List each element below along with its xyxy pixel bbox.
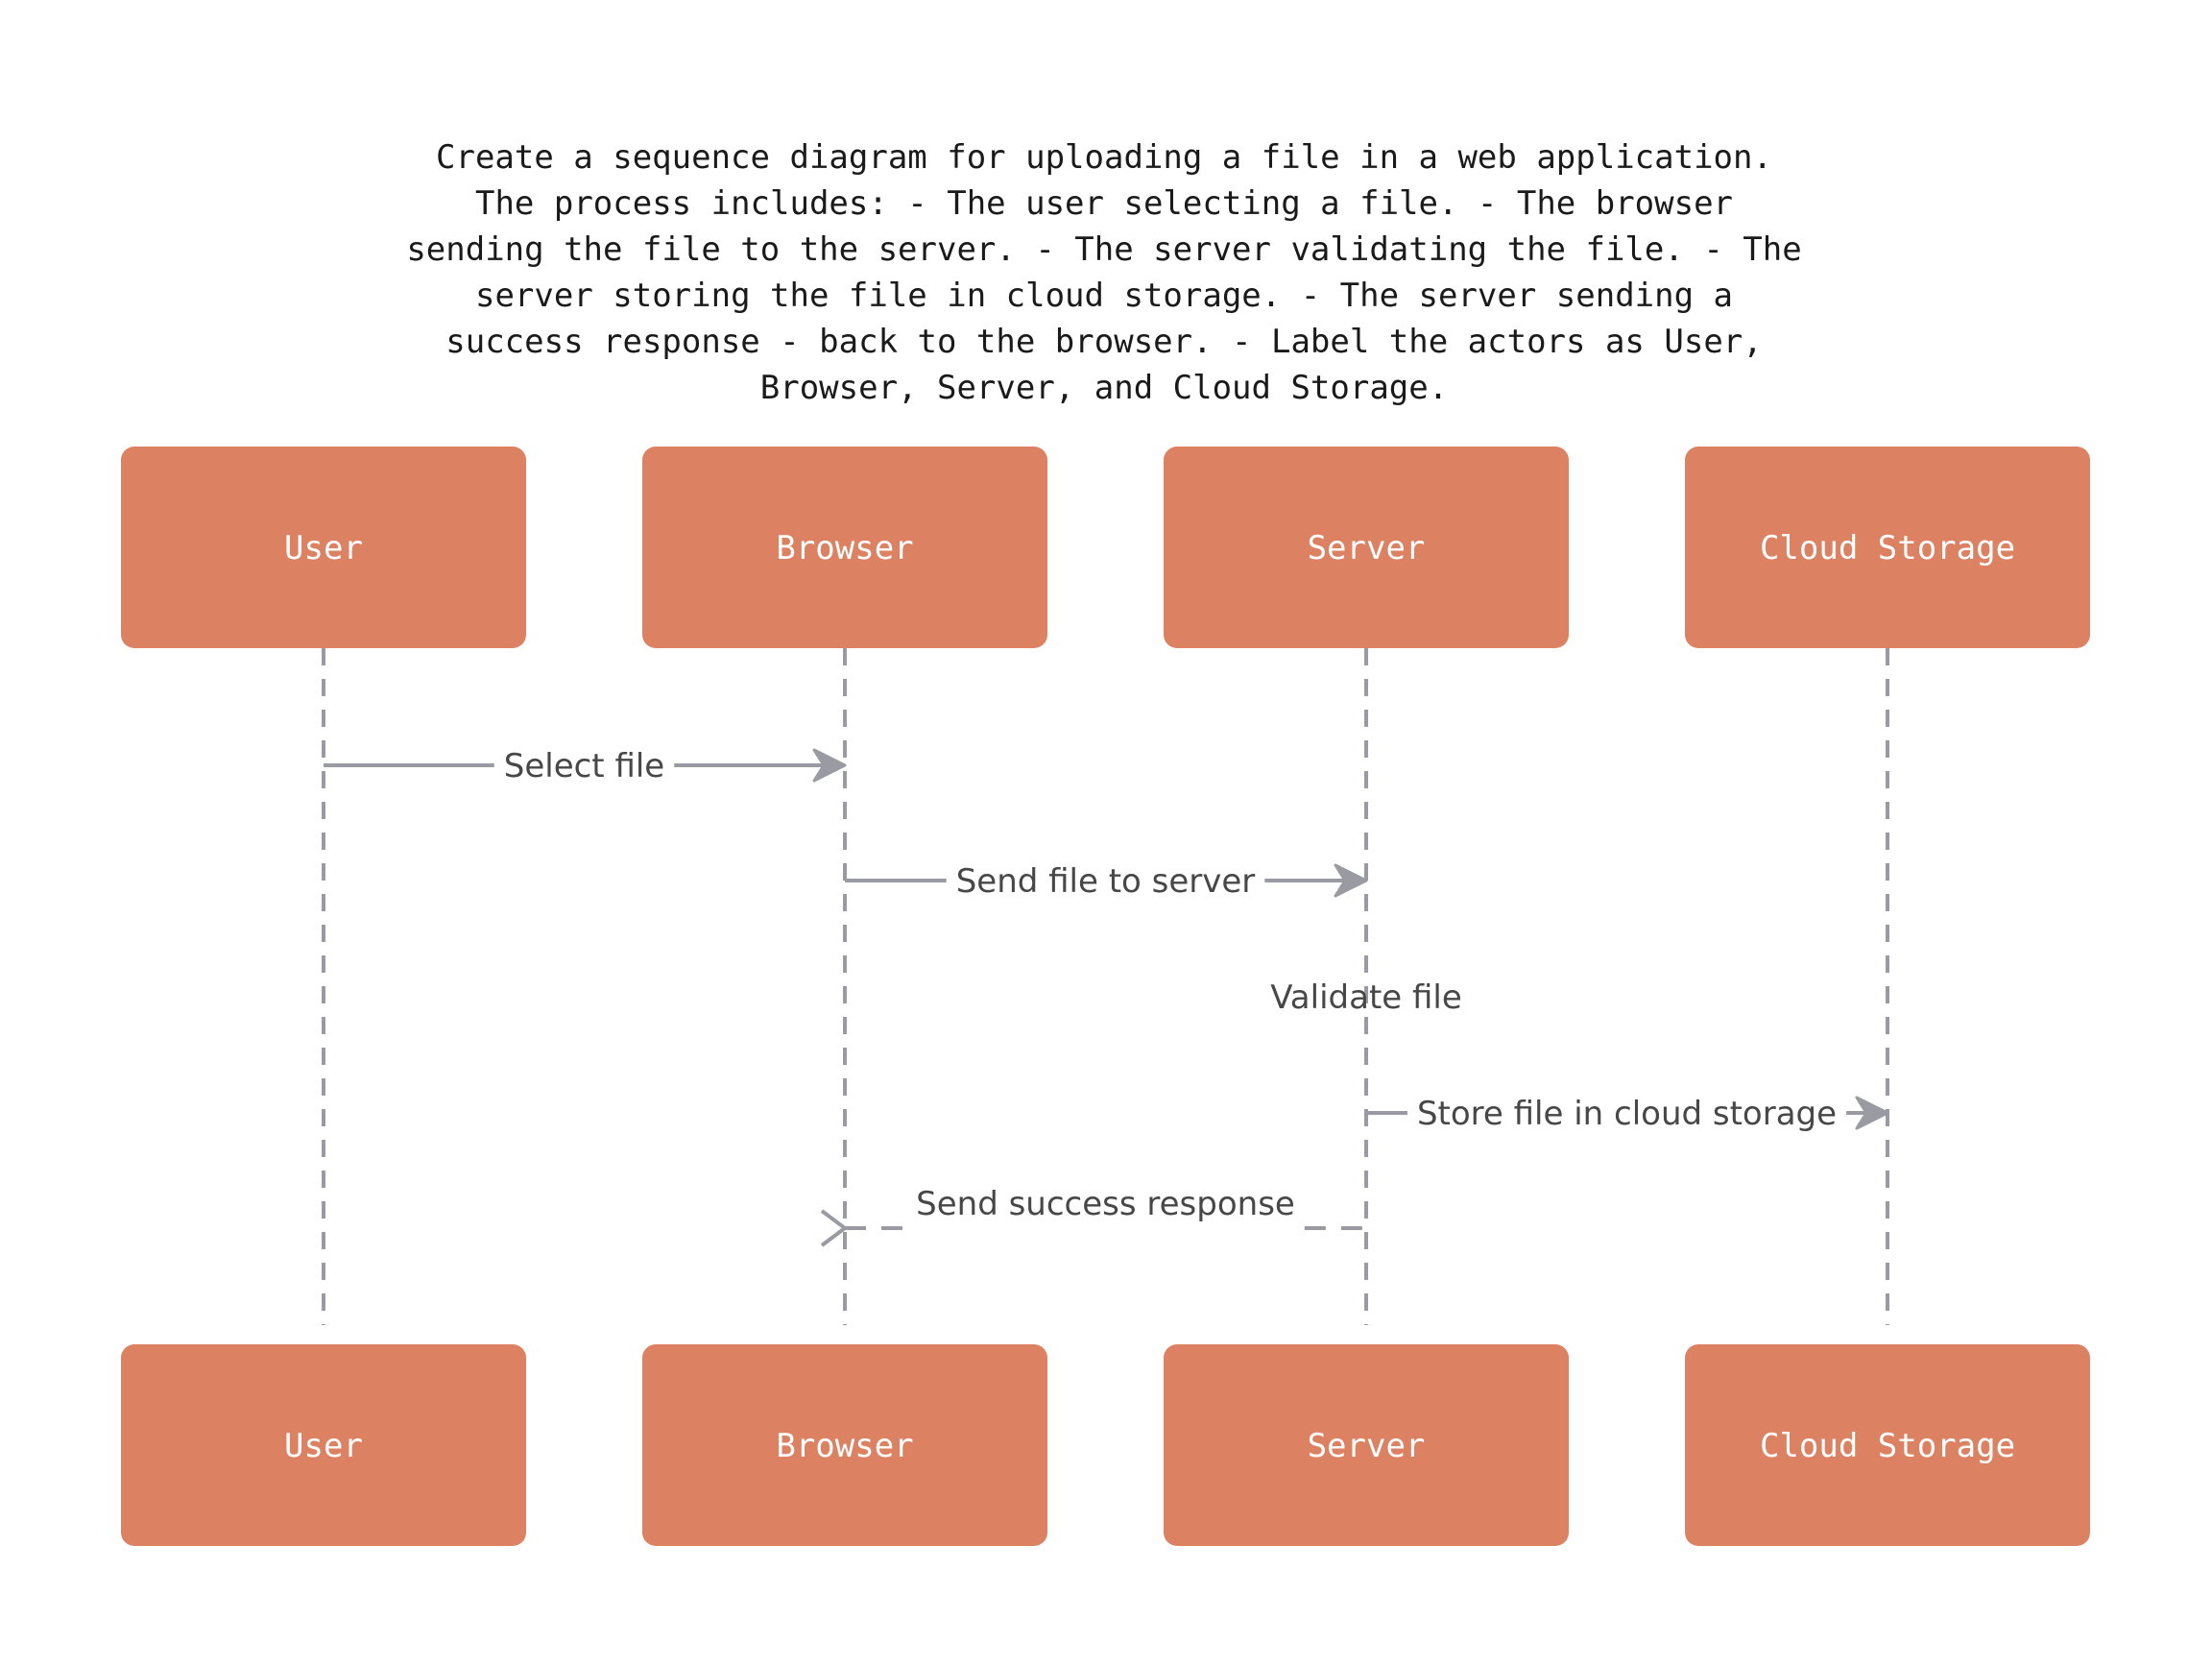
actor-rect	[121, 1344, 526, 1546]
actor-rect	[1685, 447, 2090, 648]
actor-box-cloud-bottom: Cloud Storage	[1685, 1344, 2090, 1546]
message-label: Select file	[504, 747, 664, 785]
diagram-caption: Create a sequence diagram for uploading …	[406, 138, 1802, 407]
actor-label-cloud: Cloud Storage	[1760, 529, 2015, 567]
arrowhead-icon	[1334, 863, 1368, 898]
actor-box-server-bottom: Server	[1164, 1344, 1569, 1546]
message-store-file-in-cloud-storage: Store file in cloud storage	[1366, 1095, 1889, 1133]
actor-box-browser-top: Browser	[642, 447, 1047, 648]
message-select-file: Select file	[324, 747, 847, 785]
message-send-success-response: Send success response	[820, 1185, 1366, 1247]
actor-box-browser-bottom: Browser	[642, 1344, 1047, 1546]
actor-rect	[642, 447, 1047, 648]
actor-label-browser: Browser	[776, 529, 913, 567]
actor-label-user: User	[284, 1427, 363, 1465]
actor-rect	[1164, 1344, 1569, 1546]
message-label: Validate file	[1270, 978, 1462, 1017]
arrowhead-icon	[1855, 1096, 1889, 1130]
message-label: Store file in cloud storage	[1417, 1095, 1837, 1133]
actor-box-cloud-top: Cloud Storage	[1685, 447, 2090, 648]
actor-box-user-bottom: User	[121, 1344, 526, 1546]
actor-label-browser: Browser	[776, 1427, 913, 1465]
actor-label-cloud: Cloud Storage	[1760, 1427, 2015, 1465]
message-label: Send success response	[916, 1185, 1295, 1223]
actor-label-user: User	[284, 529, 363, 567]
actor-label-server: Server	[1308, 1427, 1426, 1465]
arrowhead-icon	[820, 1209, 849, 1247]
message-label: Send file to server	[956, 862, 1256, 901]
message-validate-file: Validate file	[1270, 978, 1462, 1017]
message-send-file-to-server: Send file to server	[845, 862, 1368, 901]
actor-rect	[1685, 1344, 2090, 1546]
actor-rect	[642, 1344, 1047, 1546]
actor-box-server-top: Server	[1164, 447, 1569, 648]
actor-rect	[1164, 447, 1569, 648]
actor-label-server: Server	[1308, 529, 1426, 567]
actor-box-user-top: User	[121, 447, 526, 648]
arrowhead-icon	[812, 748, 847, 783]
actor-rect	[121, 447, 526, 648]
